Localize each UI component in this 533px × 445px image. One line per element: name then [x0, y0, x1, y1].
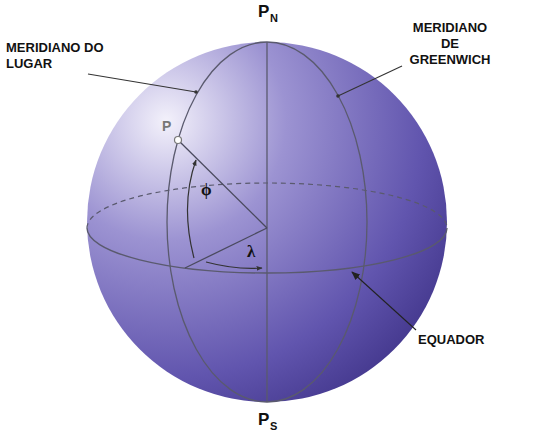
leader-line [88, 74, 196, 92]
leader-dot [336, 94, 340, 98]
leader-dot [194, 90, 198, 94]
angle-symbol: λ [247, 242, 261, 262]
angle-symbol: ϕ [201, 180, 215, 200]
central-meridian [266, 42, 267, 402]
radius-to-equator [185, 228, 267, 268]
callout-label: EQUADOR [418, 332, 508, 348]
point-p [175, 137, 182, 144]
meridian-ellipse [167, 42, 367, 402]
pole-subscript: N [270, 12, 282, 25]
pole-subscript: S [270, 420, 282, 433]
sphere [87, 42, 447, 402]
latitude-arc [187, 160, 196, 258]
leader-arrow [352, 272, 416, 330]
radius-to-p [178, 140, 267, 228]
callout-label: MERIDIANO DO LUGAR [6, 40, 126, 72]
leader-line [338, 66, 402, 96]
pole-letter: P [258, 2, 272, 22]
longitude-arc [206, 262, 262, 268]
pole-letter: P [258, 410, 272, 430]
callout-label: MERIDIANO DE GREENWICH [404, 20, 496, 68]
point-label: P [162, 118, 176, 135]
